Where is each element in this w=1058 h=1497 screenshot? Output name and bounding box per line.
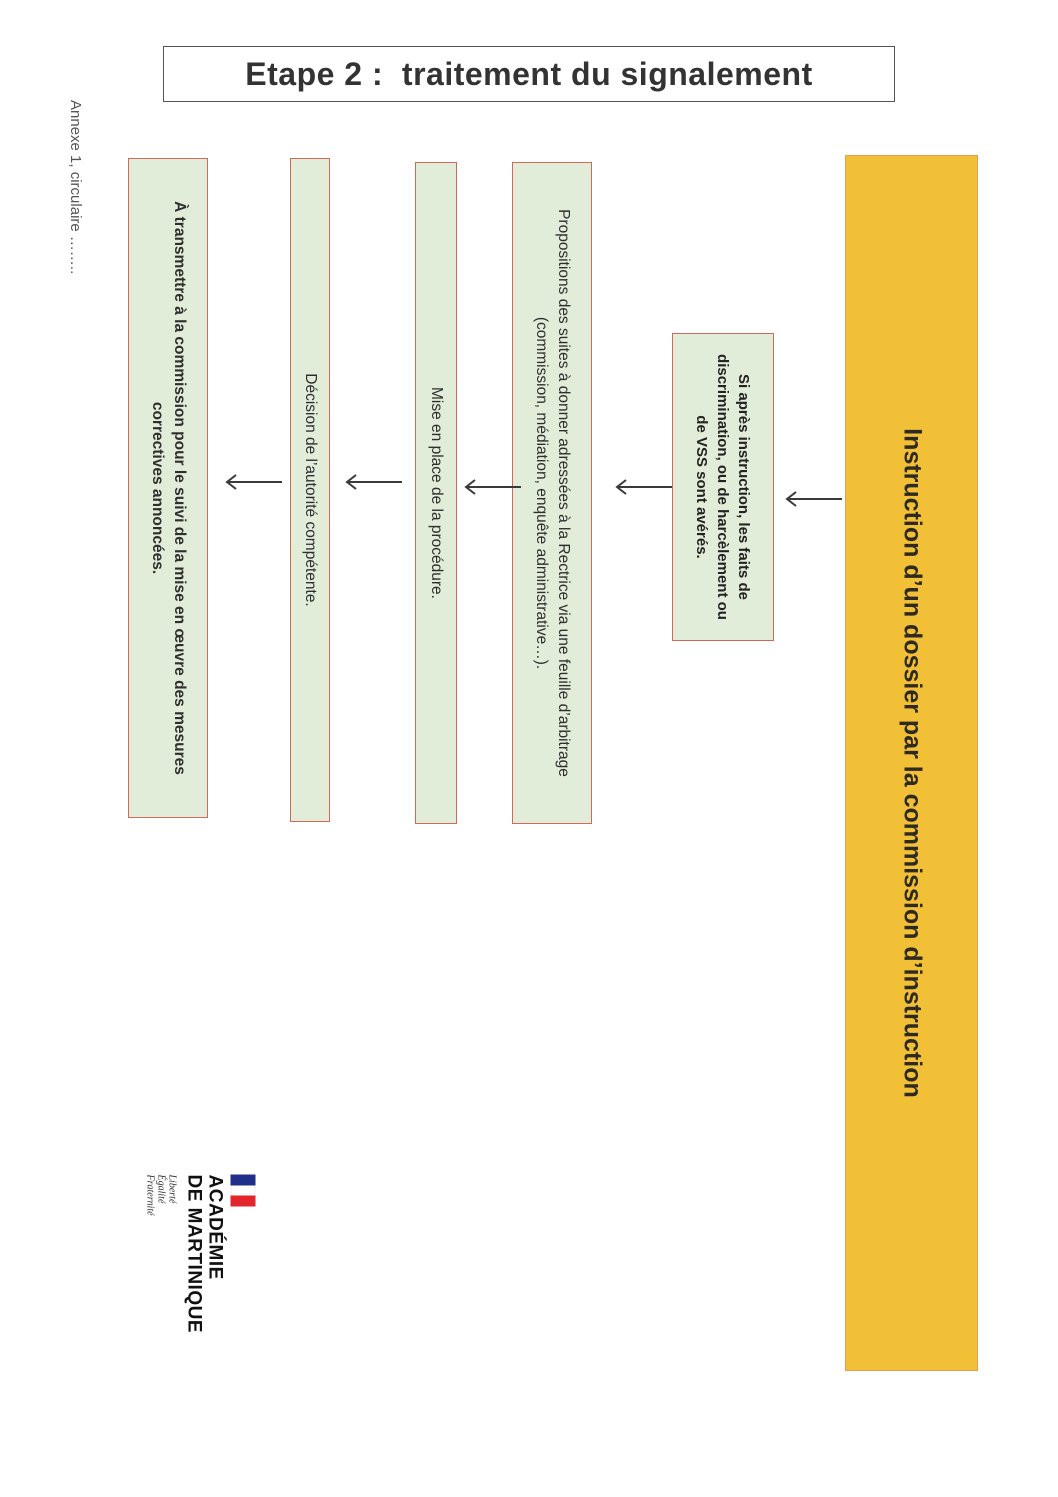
condition-box: Si après instruction, les faits de discr… <box>672 333 774 641</box>
annexe-note: Annexe 1, circulaire …….. <box>67 100 84 275</box>
step-box-proposals: Propositions des suites à donner adressé… <box>512 162 592 824</box>
arrow-left-icon <box>464 479 521 495</box>
step-box-label: Mise en place de la procédure. <box>428 387 445 599</box>
step-box-label: À transmettre à la commission pour le su… <box>149 201 188 775</box>
logo-name: ACADÉMIE DE MARTINIQUE <box>183 1174 226 1334</box>
step-box-procedure: Mise en place de la procédure. <box>415 162 457 824</box>
condition-box-label: Si après instruction, les faits de discr… <box>693 354 753 620</box>
step-box-decision: Décision de l’autorité compétente. <box>290 158 330 822</box>
arrow-left-icon <box>615 479 672 495</box>
page-title-box: Etape 2 : traitement du signalement <box>163 46 895 102</box>
arrow-left-icon <box>225 474 282 490</box>
instruction-box: Instruction d’un dossier par la commissi… <box>845 155 978 1371</box>
instruction-box-label: Instruction d’un dossier par la commissi… <box>898 428 926 1098</box>
academie-logo: ACADÉMIE DE MARTINIQUE Liberté Égalité F… <box>118 1172 268 1342</box>
french-flag-icon <box>230 1174 256 1207</box>
arrow-left-icon <box>345 474 402 490</box>
step-box-label: Propositions des suites à donner adressé… <box>533 209 572 777</box>
step-box-label: Décision de l’autorité compétente. <box>302 373 319 607</box>
arrow-left-icon <box>785 491 842 507</box>
page-title: Etape 2 : traitement du signalement <box>245 55 813 92</box>
logo-motto: Liberté Égalité Fraternité <box>144 1174 178 1216</box>
step-box-follow-up: À transmettre à la commission pour le su… <box>128 158 208 818</box>
